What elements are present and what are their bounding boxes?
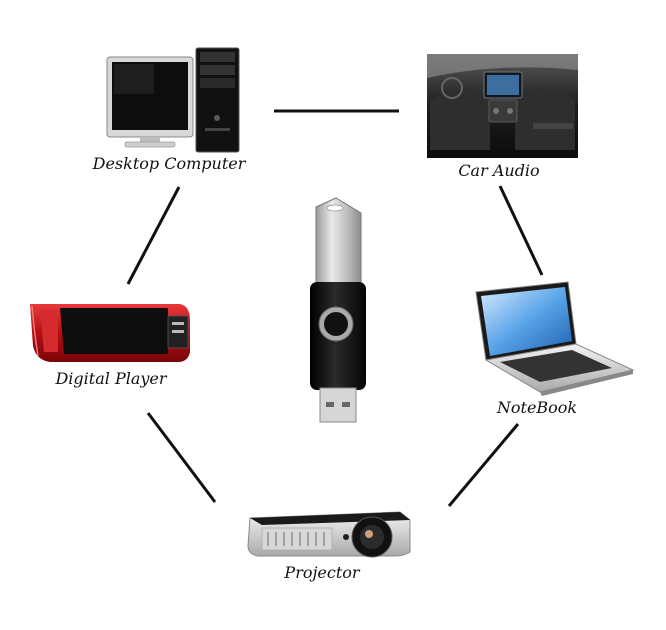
label-digital-player: Digital Player (54, 369, 167, 388)
connector-player-projector (148, 413, 215, 502)
label-notebook: NoteBook (496, 398, 577, 417)
projector-icon (248, 512, 410, 557)
digital-player-icon (30, 304, 190, 362)
connector-car-notebook (500, 186, 542, 275)
usb-flash-drive-icon (310, 198, 366, 422)
connector-notebook-projector (449, 424, 518, 506)
car-audio-icon (427, 54, 578, 158)
desktop-computer-icon (107, 48, 239, 152)
label-projector: Projector (283, 563, 361, 582)
connector-desktop-player (128, 187, 179, 284)
label-desktop-computer: Desktop Computer (92, 154, 247, 173)
notebook-icon (476, 282, 633, 396)
label-car-audio: Car Audio (458, 161, 539, 180)
